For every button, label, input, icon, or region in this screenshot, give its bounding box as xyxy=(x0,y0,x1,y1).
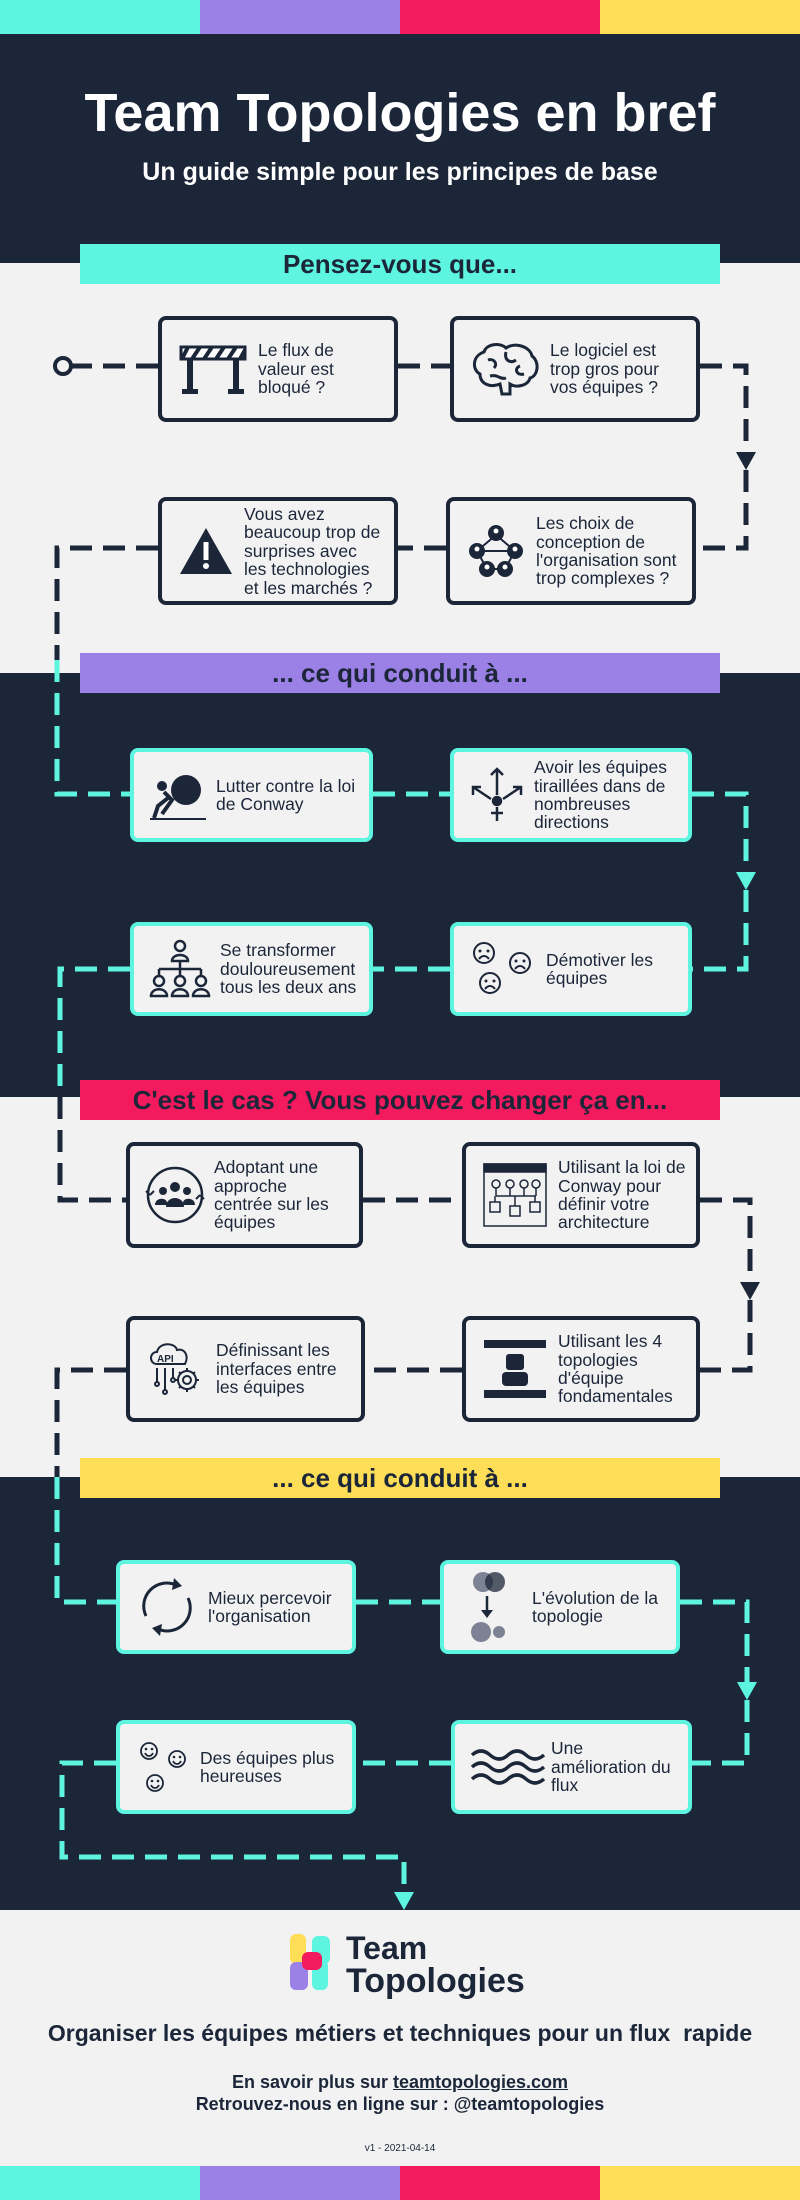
card-label: Se transformer douloureusement tous les … xyxy=(220,940,357,998)
card-demotivate-teams: Démotiver les équipes xyxy=(450,922,692,1016)
architecture-icon xyxy=(480,1160,550,1230)
banner-leads-to-2: ... ce qui conduit à ... xyxy=(80,1458,720,1498)
top-stripe-pink xyxy=(400,0,600,34)
card-pulled-directions: Avoir les équipes tiraillées dans de nom… xyxy=(450,748,692,842)
bottom-stripe-purple xyxy=(200,2166,400,2200)
card-conway-architecture: Utilisant la loi de Conway pour définir … xyxy=(462,1142,700,1248)
page-title: Team Topologies en bref xyxy=(84,83,716,143)
page-subtitle: Un guide simple pour les principes de ba… xyxy=(142,158,658,186)
svg-text:API: API xyxy=(157,1354,174,1365)
sad-faces-icon xyxy=(468,934,538,1004)
warning-icon xyxy=(176,516,236,586)
team-icon xyxy=(144,1160,206,1230)
footer-tagline: Organiser les équipes métiers et techniq… xyxy=(47,2020,753,2046)
card-define-interfaces: API Définissant les interfaces entre les… xyxy=(126,1316,365,1422)
learn-more-prefix: En savoir plus sur xyxy=(231,2072,394,2092)
card-label: Le flux de valeur est bloqué ? xyxy=(258,340,334,398)
banner-change: C'est le cas ? Vous pouvez changer ça en… xyxy=(80,1080,720,1120)
card-value-flow-blocked: Le flux de valeur est bloqué ? xyxy=(158,316,398,422)
card-too-many-surprises: Vous avez beaucoup trop de surprises ave… xyxy=(158,497,398,605)
barrier-icon xyxy=(176,334,250,404)
top-stripe-purple xyxy=(200,0,400,34)
card-label: Adoptant une approche centrée sur les éq… xyxy=(214,1157,329,1233)
card-label: Avoir les équipes tiraillées dans de nom… xyxy=(534,757,667,833)
card-org-design-complex: Les choix de conception de l'organisatio… xyxy=(446,497,696,605)
logo-word-topologies: Topologies xyxy=(346,1962,525,2000)
footer-social: Retrouvez-nous en ligne sur : @teamtopol… xyxy=(195,2094,605,2114)
card-label: Utilisant la loi de Conway pour définir … xyxy=(558,1157,686,1233)
top-stripe-yellow xyxy=(600,0,800,34)
bottom-stripe-pink xyxy=(400,2166,600,2200)
card-label: Lutter contre la loi de Conway xyxy=(216,775,356,814)
api-gear-icon: API xyxy=(144,1334,208,1404)
cycle-icon xyxy=(134,1572,200,1642)
evolution-icon xyxy=(458,1572,524,1642)
card-label: Des équipes plus heureuses xyxy=(200,1747,335,1786)
card-label: L'évolution de la topologie xyxy=(532,1587,658,1626)
team-topologies-logo: Team Topologies xyxy=(286,1930,526,2000)
card-label: Définissant les interfaces entre les équ… xyxy=(216,1340,337,1398)
brain-icon xyxy=(468,334,542,404)
version-label: v1 - 2021-04-14 xyxy=(364,2143,436,2154)
bottom-stripe-cyan xyxy=(0,2166,200,2200)
card-better-sensing: Mieux percevoir l'organisation xyxy=(116,1560,356,1654)
card-four-topologies: Utilisant les 4 topologies d'équipe fond… xyxy=(462,1316,700,1422)
logo-word-team: Team xyxy=(346,1930,428,1966)
card-label: Une amélioration du flux xyxy=(551,1738,671,1796)
card-team-first: Adoptant une approche centrée sur les éq… xyxy=(126,1142,363,1248)
card-label: Utilisant les 4 topologies d'équipe fond… xyxy=(558,1331,673,1407)
card-label: Démotiver les équipes xyxy=(546,949,653,988)
bottom-stripe-yellow xyxy=(600,2166,800,2200)
footer-background xyxy=(0,1910,800,2200)
card-happier-teams: Des équipes plus heureuses xyxy=(116,1720,356,1814)
waves-icon xyxy=(469,1732,549,1802)
org-network-icon xyxy=(464,516,528,586)
card-software-too-big: Le logiciel est trop gros pour vos équip… xyxy=(450,316,700,422)
directions-icon xyxy=(468,760,526,830)
card-better-flow: Une amélioration du flux xyxy=(451,1720,692,1814)
card-topology-evolution: L'évolution de la topologie xyxy=(440,1560,680,1654)
happy-faces-icon xyxy=(134,1732,192,1802)
website-link[interactable]: teamtopologies.com xyxy=(393,2072,569,2092)
sisyphus-icon xyxy=(148,760,208,830)
logo-mark-icon xyxy=(290,1934,330,1990)
footer-learn-more: En savoir plus sur teamtopologies.com xyxy=(0,2072,800,2093)
top-stripe-cyan xyxy=(0,0,200,34)
card-label: Vous avez beaucoup trop de surprises ave… xyxy=(244,504,381,598)
hierarchy-icon xyxy=(148,934,212,1004)
topologies-icon xyxy=(480,1334,550,1404)
banner-leads-to-1: ... ce qui conduit à ... xyxy=(80,653,720,693)
card-painful-transformation: Se transformer douloureusement tous les … xyxy=(130,922,373,1016)
card-label: Le logiciel est trop gros pour vos équip… xyxy=(550,340,659,398)
banner-think: Pensez-vous que... xyxy=(80,244,720,284)
card-fight-conway: Lutter contre la loi de Conway xyxy=(130,748,373,842)
card-label: Mieux percevoir l'organisation xyxy=(208,1587,332,1626)
card-label: Les choix de conception de l'organisatio… xyxy=(536,513,677,589)
